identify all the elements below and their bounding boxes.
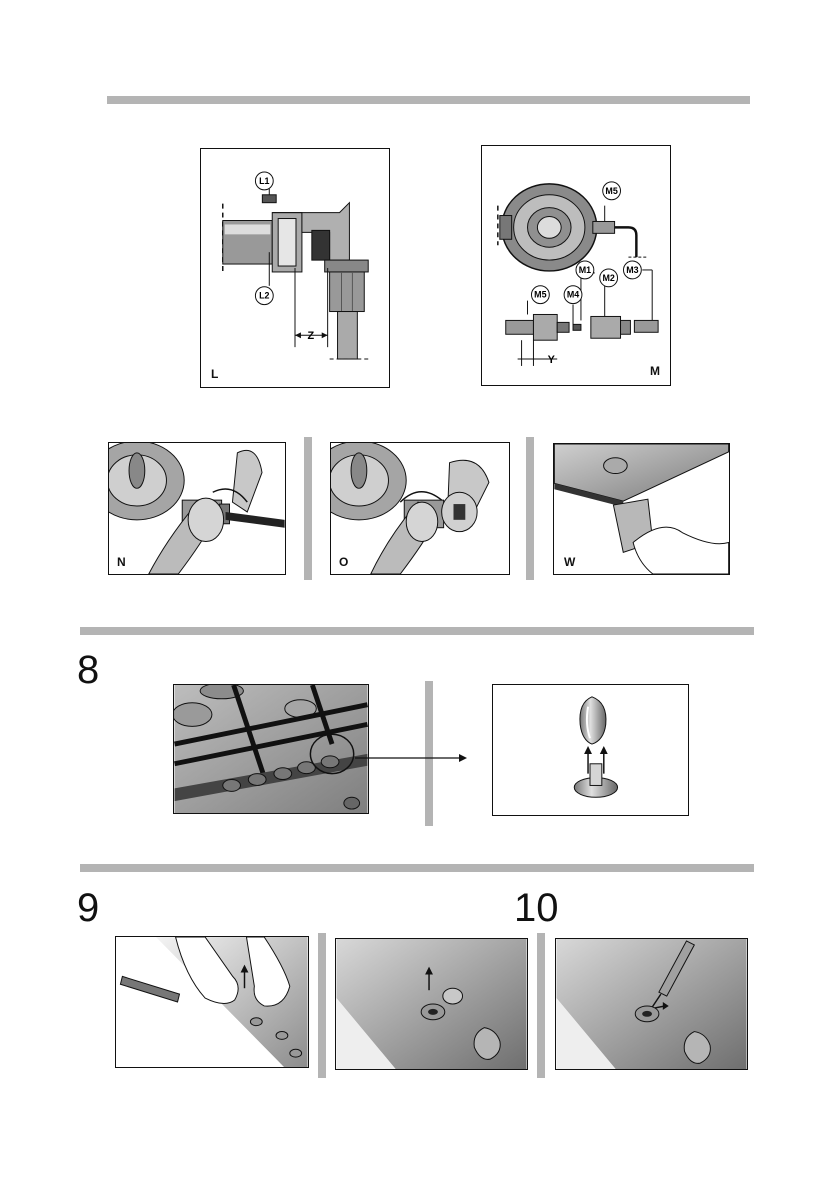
svg-text:M1: M1 <box>579 265 591 275</box>
figure-8-knob-drawing <box>493 685 688 815</box>
figure-9-hands-drawing <box>116 937 308 1067</box>
figure-m-label: M <box>650 364 660 378</box>
callout-m3: M3 <box>623 261 641 279</box>
svg-text:M3: M3 <box>626 265 638 275</box>
figure-o-label: O <box>339 555 348 569</box>
divider-o-w <box>526 437 534 580</box>
figure-8-hob <box>173 684 369 814</box>
svg-text:M5: M5 <box>605 186 617 196</box>
figure-l-label: L <box>211 367 218 381</box>
figure-9-knob-detail <box>335 938 528 1070</box>
divider-n-o <box>304 437 312 580</box>
figure-n-label: N <box>117 555 126 569</box>
pointer-arrow <box>355 750 470 766</box>
dimension-y: Y <box>548 354 556 366</box>
figure-o: O <box>330 442 510 575</box>
section-number-8: 8 <box>77 648 99 693</box>
svg-text:L1: L1 <box>259 176 269 186</box>
dimension-z: Z <box>308 330 315 342</box>
figure-w: W <box>553 443 730 575</box>
figure-8-hob-drawing <box>174 685 368 813</box>
figure-n-drawing <box>109 443 285 574</box>
figure-l-drawing: L1 L2 Z <box>201 149 389 387</box>
separator-section-9 <box>80 864 754 872</box>
figure-m: M5 M1 M2 M3 M5 M4 Y M <box>481 145 671 386</box>
callout-m5-top: M5 <box>603 182 621 200</box>
figure-9-knob-detail-drawing <box>336 939 527 1069</box>
figure-o-drawing <box>331 443 509 574</box>
svg-text:L2: L2 <box>259 291 269 301</box>
section-number-10: 10 <box>514 886 559 931</box>
separator-section-8 <box>80 627 754 635</box>
figure-w-drawing <box>554 444 729 574</box>
svg-text:M2: M2 <box>602 273 614 283</box>
figure-w-label: W <box>564 555 575 569</box>
figure-9-hands <box>115 936 309 1068</box>
figure-l: L1 L2 Z L <box>200 148 390 388</box>
callout-m5-bottom: M5 <box>531 286 549 304</box>
svg-text:M5: M5 <box>534 290 546 300</box>
callout-l1: L1 <box>255 172 273 190</box>
divider-9-b <box>537 933 545 1078</box>
callout-m4: M4 <box>564 286 582 304</box>
figure-10-screwdriver <box>555 938 748 1070</box>
svg-text:M4: M4 <box>567 290 579 300</box>
divider-9-a <box>318 933 326 1078</box>
separator-top <box>107 96 750 104</box>
figure-10-screwdriver-drawing <box>556 939 747 1069</box>
callout-m1: M1 <box>576 261 594 279</box>
section-number-9: 9 <box>77 886 99 931</box>
figure-8-knob-removal <box>492 684 689 816</box>
figure-m-drawing: M5 M1 M2 M3 M5 M4 Y <box>482 146 670 385</box>
callout-l2: L2 <box>255 287 273 305</box>
figure-n: N <box>108 442 286 575</box>
callout-m2: M2 <box>600 269 618 287</box>
